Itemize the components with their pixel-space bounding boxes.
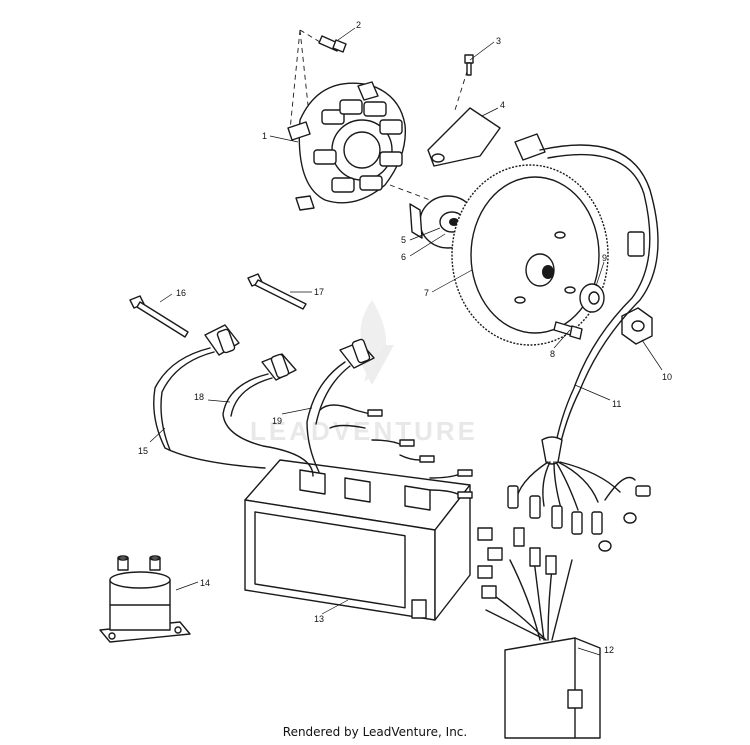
callout-6: 6 [401, 252, 406, 262]
callout-15: 15 [138, 446, 148, 456]
callout-8: 8 [550, 349, 555, 359]
nut-part-10 [621, 307, 653, 345]
callout-18: 18 [194, 392, 204, 402]
bolt-part-8 [553, 321, 583, 340]
spark-plug-wire-part-18 [222, 353, 314, 477]
screw-part-17 [247, 273, 307, 310]
cdi-box-part-12 [477, 527, 601, 739]
callout-14: 14 [200, 578, 210, 588]
callout-17: 17 [314, 287, 324, 297]
callout-2: 2 [356, 20, 361, 30]
callout-13: 13 [314, 614, 324, 624]
ignition-coil-part-13 [244, 459, 471, 621]
spark-plug-wire-part-15 [153, 324, 266, 469]
callout-numbers: 1 2 3 4 5 6 7 8 9 10 11 12 13 14 15 16 1… [138, 20, 672, 655]
callout-16: 16 [176, 288, 186, 298]
screw-part-2 [318, 35, 347, 53]
alignment-lines [289, 29, 471, 201]
callout-4: 4 [500, 100, 505, 110]
solenoid-part-14 [99, 555, 191, 643]
screw-part-3 [464, 54, 474, 76]
callout-leaders [149, 27, 663, 656]
callout-9: 9 [602, 253, 607, 263]
callout-11: 11 [612, 399, 621, 409]
callout-7: 7 [424, 288, 429, 298]
callout-19: 19 [272, 416, 282, 426]
watermark-text: LEADVENTURE [250, 416, 478, 446]
stator-part-1 [287, 81, 407, 211]
callout-12: 12 [604, 645, 614, 655]
callout-10: 10 [662, 372, 672, 382]
callout-5: 5 [401, 235, 406, 245]
spark-plug-wire-part-19 [306, 338, 375, 473]
wire-harness-part-11 [507, 144, 659, 552]
footer-credit: Rendered by LeadVenture, Inc. [282, 725, 468, 739]
washer-part-9 [579, 283, 605, 313]
callout-3: 3 [496, 36, 501, 46]
flywheel-part-7 [451, 164, 609, 346]
screw-part-16 [129, 295, 189, 338]
coil-leads [319, 404, 473, 499]
callout-1: 1 [262, 131, 267, 141]
bracket-part-4 [427, 107, 546, 167]
